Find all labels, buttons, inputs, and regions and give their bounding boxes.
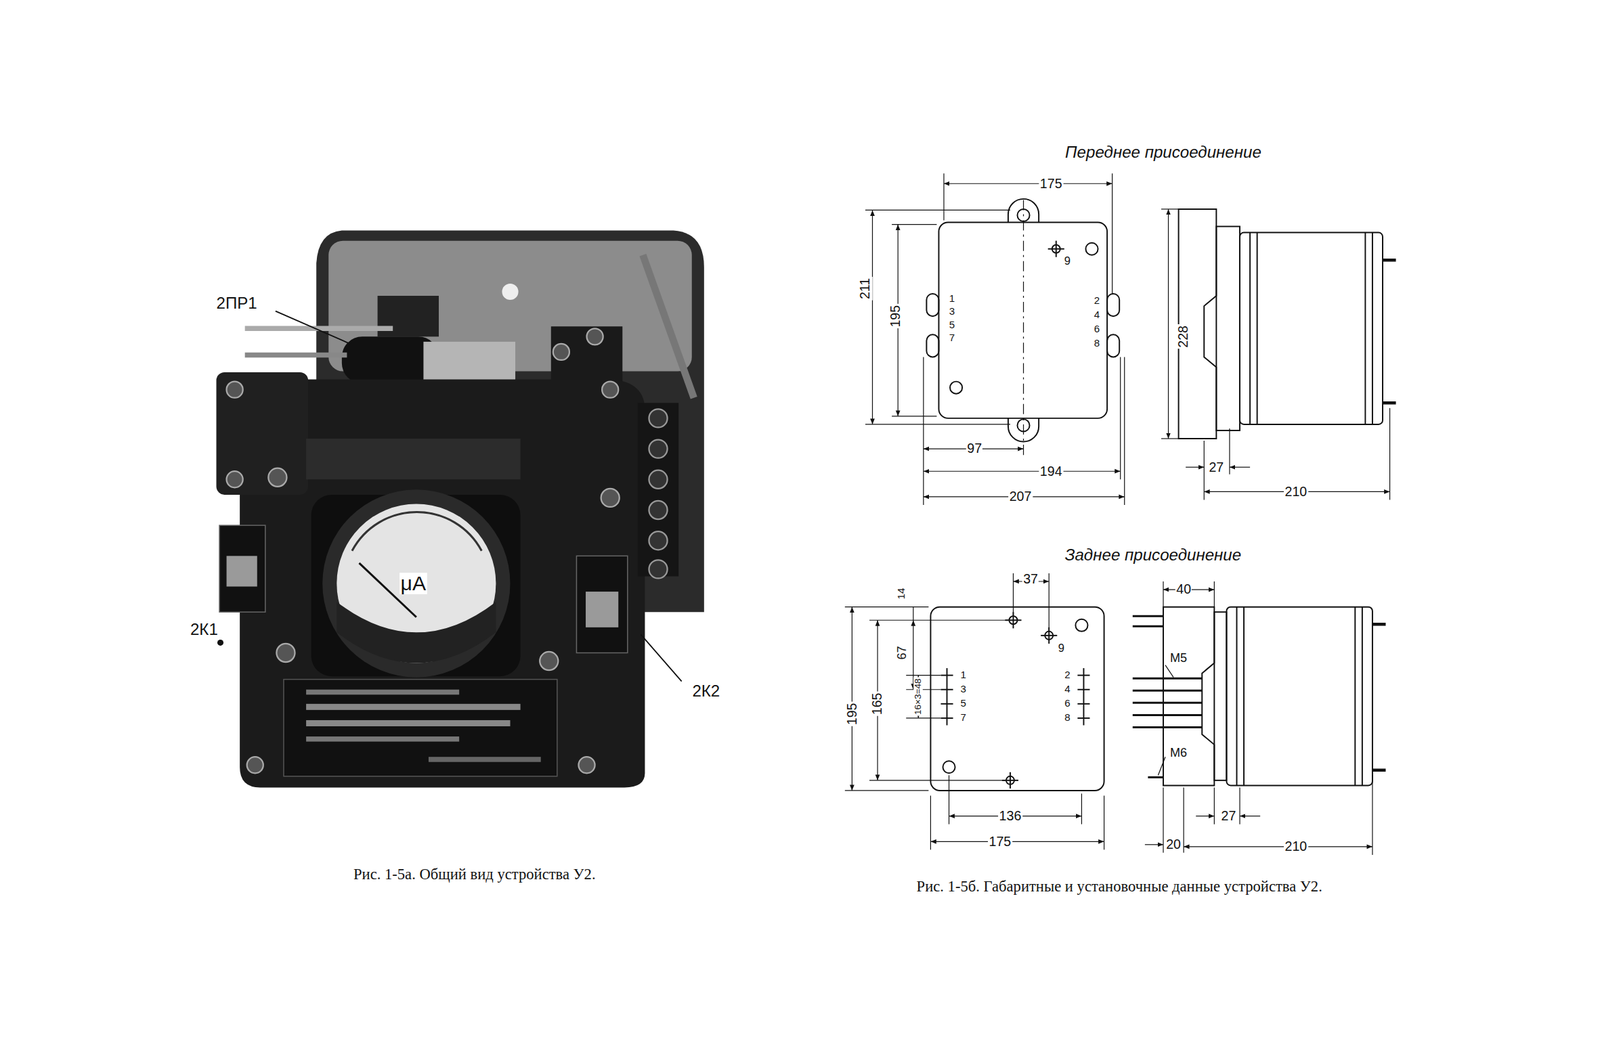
dimension-label: 97 [966, 442, 984, 457]
pin-number: 3 [947, 306, 956, 318]
meter-unit: μА [399, 572, 428, 595]
dimension-label: 195 [845, 702, 860, 727]
callout-label: 2К1 [188, 622, 219, 640]
pin-number: 9 [1063, 255, 1072, 267]
dimension-label: 14 [896, 587, 908, 601]
dimension-label: 210 [1283, 484, 1309, 500]
pin-number: 5 [947, 320, 956, 332]
rear-connection-drawing [845, 573, 1387, 856]
dimension-label: 194 [1038, 464, 1064, 479]
dimension-label: М6 [1169, 746, 1189, 760]
view-title: Заднее присоединение [1063, 547, 1243, 565]
dimension-label: 175 [1038, 176, 1064, 191]
dimension-label: 27 [1207, 460, 1225, 475]
pin-number: 1 [947, 293, 956, 305]
view-title: Переднее присоединение [1064, 144, 1263, 162]
dimension-label: 195 [889, 304, 904, 329]
dimension-label: 228 [1176, 324, 1192, 349]
pin-number: 8 [1063, 712, 1072, 724]
dimension-label: 16×3=48 [913, 677, 923, 717]
pin-number: 9 [1056, 643, 1066, 655]
pin-number: 1 [959, 670, 967, 682]
dimension-label: 37 [1022, 572, 1040, 588]
device-photo [215, 230, 704, 789]
pin-number: 6 [1063, 698, 1072, 710]
dimension-label: 27 [1220, 809, 1238, 824]
pin-number: 2 [1063, 670, 1072, 682]
pin-number: 6 [1092, 324, 1101, 336]
dimension-label: 207 [1008, 490, 1033, 505]
dimension-label: 20 [1165, 838, 1183, 853]
dimension-label: 165 [870, 692, 885, 717]
dimension-label: 211 [858, 276, 873, 300]
dimension-label: 175 [987, 834, 1013, 850]
pin-number: 7 [959, 712, 967, 724]
figure-caption: Рис. 1-5б. Габаритные и установочные дан… [915, 879, 1324, 896]
callout-label: 2ПР1 [215, 295, 258, 313]
pin-number: 8 [1092, 338, 1101, 350]
pin-number: 4 [1092, 310, 1101, 321]
dimension-label: 67 [895, 645, 909, 661]
dimension-label: 40 [1175, 582, 1193, 598]
dimension-label: 210 [1283, 840, 1309, 855]
callout-label: 2К2 [691, 683, 722, 701]
dimension-label: М5 [1169, 652, 1189, 665]
figure-caption: Рис. 1-5а. Общий вид устройства У2. [352, 867, 597, 884]
front-connection-drawing [865, 173, 1397, 506]
dimension-label: 136 [998, 809, 1023, 824]
pin-number: 4 [1063, 684, 1072, 696]
pin-number: 2 [1092, 295, 1101, 307]
pin-number: 7 [947, 333, 956, 344]
pin-number: 3 [959, 684, 967, 696]
pin-number: 5 [959, 698, 967, 710]
